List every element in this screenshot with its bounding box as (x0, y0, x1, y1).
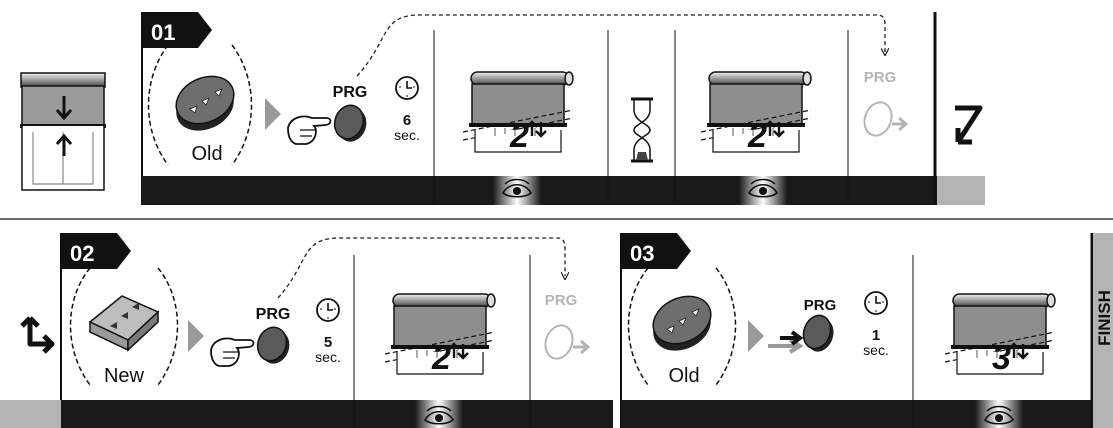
old-remote-icon (646, 287, 719, 359)
continue-arrow-icon (955, 108, 980, 142)
step-03-hold-unit: sec. (863, 342, 889, 358)
prg-release-icon (541, 322, 577, 363)
step-02-remote-label: New (104, 365, 145, 387)
step-01-release-label: PRG (864, 69, 897, 86)
finish-label: FINISH (1095, 290, 1113, 346)
old-remote-icon (169, 67, 242, 139)
step-01-button-label: PRG (333, 84, 368, 101)
prg-button-icon (253, 323, 291, 365)
step-01-hold-unit: sec. (394, 127, 420, 143)
hourglass-icon (631, 99, 653, 161)
step-03-button-label: PRG (804, 297, 837, 314)
step-01-number: 01 (151, 20, 175, 45)
step-02-number: 02 (70, 241, 94, 266)
step-02-release-label: PRG (545, 292, 578, 309)
step-02-hold-unit: sec. (315, 349, 341, 365)
step-01-remote-label: Old (191, 143, 222, 165)
prg-button-icon (330, 101, 368, 143)
clock-icon (317, 299, 339, 321)
step-02-panel: 02 New PRG 5 sec. 2 PRG (0, 233, 613, 428)
step-03-panel: 03 Old PRG 1 sec. 3 FINISH (621, 233, 1113, 428)
step-01-bar-tail (937, 176, 985, 205)
return-arrow-icon (22, 318, 52, 352)
new-remote-icon (90, 296, 158, 350)
blind-limit-illustration (20, 73, 106, 190)
step-03-remote-label: Old (668, 365, 699, 387)
prg-button-icon (799, 312, 835, 353)
next-arrow-icon (188, 320, 204, 352)
hand-press-icon (211, 338, 254, 366)
step-01-cycle-count-b: 2 (747, 117, 767, 155)
prg-release-icon (860, 99, 896, 140)
step-03-cycle-count: 3 (992, 339, 1011, 377)
clock-icon (396, 77, 418, 99)
next-arrow-icon (748, 320, 764, 352)
step-02-button-label: PRG (256, 306, 291, 323)
step-01-cycle-count-a: 2 (509, 117, 529, 155)
clock-icon (865, 292, 887, 314)
next-arrow-icon (265, 98, 281, 130)
sequence-link-arrow (278, 238, 565, 298)
sequence-link-arrow (357, 15, 885, 76)
step-03-number: 03 (630, 241, 654, 266)
step-01-panel: 01 Old PRG 6 sec. 2 (20, 12, 985, 205)
hand-press-icon (288, 116, 331, 144)
step-02-cycle-count: 2 (431, 339, 451, 377)
